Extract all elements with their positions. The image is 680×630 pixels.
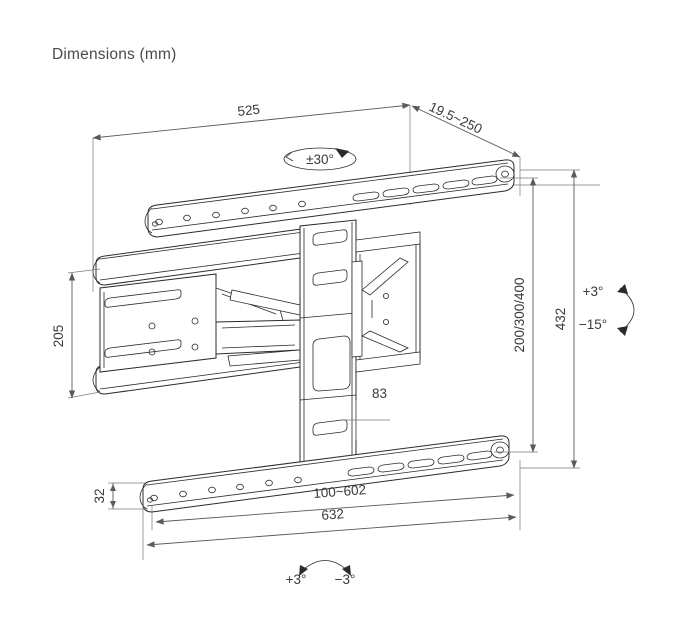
rail-round-holes	[155, 200, 306, 226]
dimension-center-offset	[340, 400, 390, 440]
right-tilt-bracket	[351, 231, 421, 373]
angle-label-tilt-down: −15°	[579, 317, 607, 332]
dimension-label-left-height: 205	[51, 325, 66, 348]
level-rotation-indicator	[299, 560, 351, 576]
dimension-rail-thickness	[108, 482, 148, 510]
dimension-outer-height	[520, 169, 580, 469]
dimension-label-center-offset: 83	[372, 386, 387, 401]
dimension-label-bottom-width: 632	[321, 506, 345, 523]
swivel-rotation-indicator	[283, 147, 357, 171]
dimension-label-depth-range: 19.5~250	[427, 99, 485, 137]
angle-label-level-left: +3°	[286, 572, 307, 587]
angle-label-tilt-up: +3°	[583, 284, 604, 299]
angle-label-swivel: ±30°	[306, 152, 334, 167]
top-mounting-rail	[144, 159, 515, 238]
page-title: Dimensions (mm)	[52, 46, 177, 63]
bottom-rail-slot-holes	[347, 450, 493, 477]
tilt-rotation-indicator	[617, 284, 635, 336]
left-wall-plate-assembly	[92, 228, 311, 395]
dimension-left-height	[67, 268, 101, 399]
dimension-label-top-width: 525	[237, 102, 261, 119]
dimension-inner-height	[494, 177, 538, 453]
angle-label-level-right: −3°	[335, 572, 356, 587]
dimension-label-inner-height: 200/300/400	[512, 277, 527, 352]
dimension-bottom-width	[142, 500, 521, 560]
rail-slot-holes	[352, 175, 498, 202]
dimension-label-rail-thickness: 32	[92, 488, 107, 503]
center-vertical-column	[299, 219, 357, 481]
top-perspective-dimension-frame	[92, 102, 600, 292]
bottom-rail-round-holes	[150, 476, 302, 502]
dimension-label-bottom-range: 100~602	[313, 482, 367, 501]
dimension-label-outer-height: 432	[553, 308, 568, 331]
